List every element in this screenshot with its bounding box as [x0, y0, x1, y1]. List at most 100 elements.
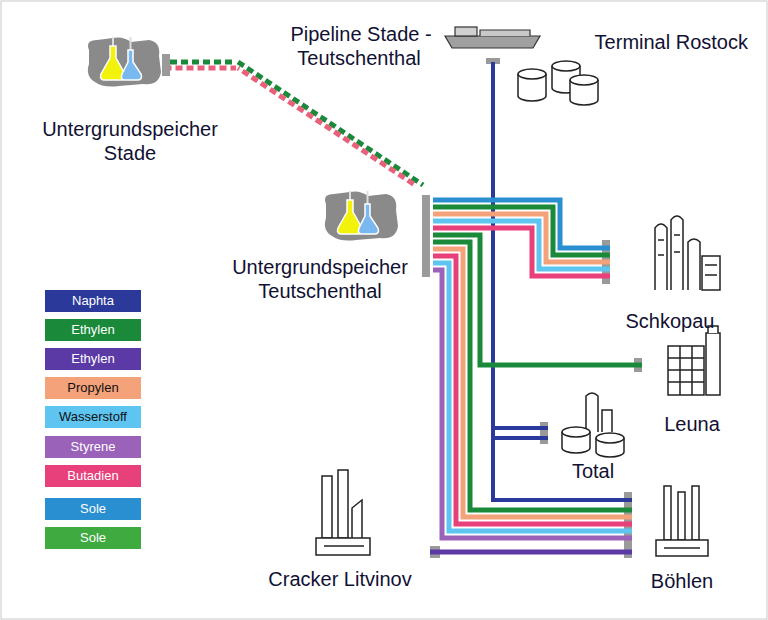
site-label-box: Böhlen [651, 569, 713, 593]
site-label: Untergrundspeicher Stade [22, 117, 238, 165]
plant-icon [324, 545, 364, 547]
plant-icon [668, 326, 720, 395]
pipe-connector [162, 54, 170, 76]
legend-swatch: Styrene [45, 436, 141, 458]
site-node: Terminal Rostock [440, 22, 750, 62]
site-label-box: Untergrundspeicher Stade [22, 117, 238, 165]
plant-icon [586, 393, 598, 432]
site-node: Schkopau [610, 210, 730, 335]
storage-icon [325, 191, 398, 241]
site-label-box: Leuna [664, 412, 720, 436]
plant-icon [602, 410, 612, 432]
pipe-connector [422, 195, 430, 277]
tank-icon [552, 61, 580, 71]
plant-icon [702, 256, 720, 290]
site-label: Leuna [664, 412, 720, 436]
legend-text: Wasserstoff [59, 409, 127, 424]
plant-icon [338, 470, 348, 538]
site-label: Untergrundspeicher Teutschenthal [207, 255, 433, 303]
site-node: Cracker Litvinov [250, 468, 430, 593]
plant-icon [658, 235, 717, 275]
storage-icon [88, 37, 161, 87]
legend-text: Styrene [71, 439, 116, 454]
legend-swatch: Butadien [45, 465, 141, 487]
pipeline [238, 62, 423, 185]
legend-text: Ethylen [71, 322, 114, 337]
plant-icon [678, 492, 685, 540]
plant-icon [656, 540, 708, 556]
pipe-line [433, 263, 632, 531]
ship-icon [445, 36, 540, 48]
plant-icon [655, 224, 667, 290]
site-label: Total [572, 459, 614, 483]
site-node: Total [548, 385, 638, 485]
legend-swatch: Naphta [45, 290, 141, 312]
pipe-line [433, 249, 632, 517]
plant-icon [664, 486, 671, 540]
pipeline-stub [170, 62, 236, 68]
legend-swatch: Sole [45, 527, 141, 549]
pipeline [430, 552, 632, 553]
legend-text: Ethylen [71, 351, 114, 366]
pipeline-label: Pipeline Stade - Teutschenthal [288, 23, 431, 69]
pipeline-stub [170, 60, 236, 65]
site-label: Cracker Litvinov [268, 567, 411, 591]
legend-text: Naphta [72, 293, 114, 308]
pipe-line [493, 62, 632, 500]
storage-icon [88, 37, 161, 87]
site-node: Untergrundspeicher Stade [22, 35, 238, 167]
site-label-box: Terminal Rostock [595, 30, 748, 54]
site-label-box: Total [572, 459, 614, 483]
pipe-line [430, 550, 632, 555]
site-label-box: Cracker Litvinov [268, 567, 411, 591]
plant-icon [706, 333, 720, 395]
tank-icon [518, 69, 546, 79]
plant-icon [562, 393, 624, 457]
legend-swatch: Propylen [45, 377, 141, 399]
plant-icon [316, 538, 370, 555]
plant-icon [316, 470, 370, 555]
plant-icon [322, 476, 332, 538]
plant-icon [352, 500, 362, 538]
site-label: Schkopau [626, 309, 715, 333]
plant-icon [668, 346, 704, 395]
ship-icon [455, 27, 477, 36]
plant-icon [596, 433, 624, 443]
legend-swatch: Wasserstoff [45, 406, 141, 428]
plant-icon [655, 216, 720, 290]
pipeline [433, 200, 610, 276]
plant-icon [656, 486, 708, 556]
tank-icon [570, 75, 598, 85]
pipe-line [238, 68, 415, 185]
legend-text: Sole [80, 501, 106, 516]
ship-icon [445, 27, 540, 48]
legend-text: Propylen [67, 380, 118, 395]
legend-text: Butadien [67, 468, 118, 483]
legend-text: Sole [80, 530, 106, 545]
storage-icon [325, 191, 398, 241]
pipe-connector [162, 54, 642, 558]
site-label-box: Untergrundspeicher Teutschenthal [207, 255, 433, 303]
tank-icon [518, 61, 598, 105]
plant-icon [692, 486, 699, 540]
site-label: Terminal Rostock [595, 30, 748, 54]
plant-icon [668, 346, 704, 395]
pipe-line [238, 62, 423, 185]
plant-icon [671, 216, 683, 290]
legend-swatch: Ethylen [45, 348, 141, 370]
site-node: Untergrundspeicher Teutschenthal [207, 185, 433, 305]
site-label-box: Schkopau [626, 309, 715, 333]
pipe-connector [540, 422, 548, 444]
pipeline-stub [170, 66, 236, 71]
pipeline [433, 242, 632, 538]
plant-icon [688, 239, 700, 290]
plant-icon [664, 547, 700, 549]
legend-swatch: Sole [45, 498, 141, 520]
site-node: Böhlen [632, 480, 732, 595]
legend-swatch: Ethylen [45, 319, 141, 341]
pipeline-label-box: Pipeline Stade - Teutschenthal [265, 22, 455, 70]
pipe-line [433, 270, 632, 538]
site-node: Leuna [642, 330, 742, 438]
